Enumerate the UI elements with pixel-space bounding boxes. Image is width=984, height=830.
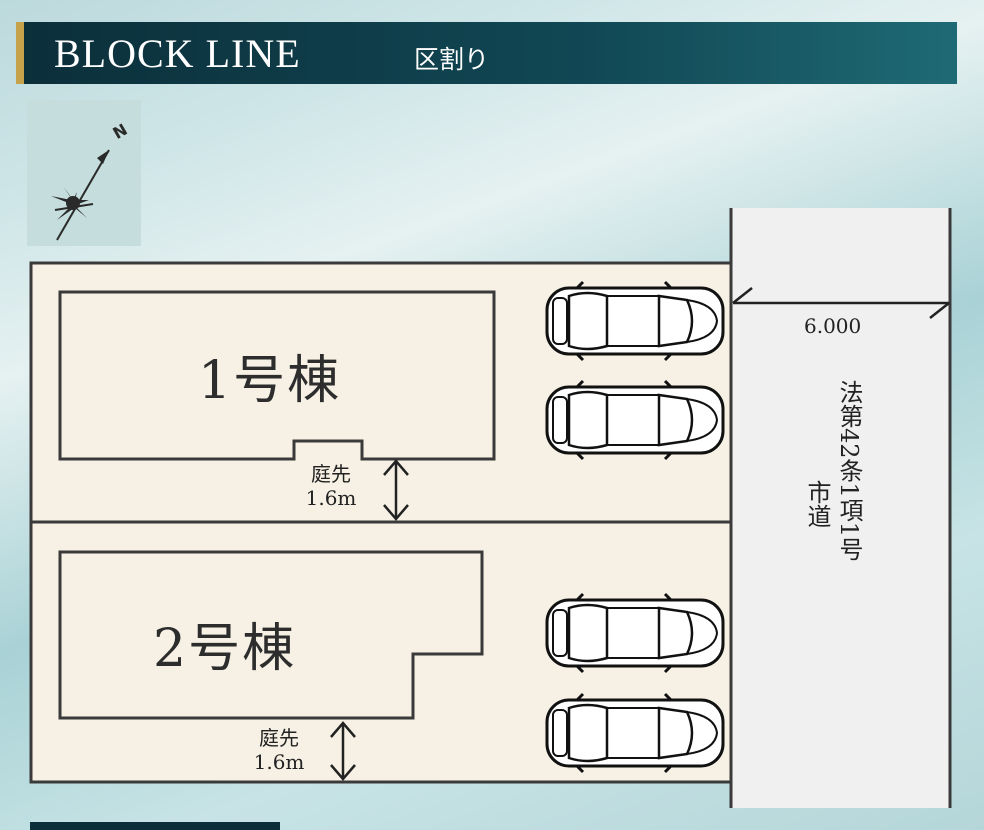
setback-1-label: 庭先: [311, 462, 351, 486]
setback-2: 庭先 1.6m: [236, 726, 322, 774]
setback-1: 庭先 1.6m: [288, 462, 374, 510]
car-lot1-b: [545, 379, 725, 461]
compass-panel: N: [27, 100, 141, 246]
road-name-label: 市道: [803, 480, 831, 528]
page-title: BLOCK LINE: [54, 31, 301, 76]
car-lot2-a: [545, 592, 725, 674]
setback-2-value: 1.6m: [253, 750, 305, 774]
building-1-footprint: [58, 290, 496, 461]
car-lot2-b: [545, 692, 725, 774]
setback-arrow-2: [330, 721, 356, 781]
north-arrow-icon: N: [51, 120, 131, 241]
footer-strip: [30, 822, 280, 830]
header-banner: BLOCK LINE 区割り: [16, 22, 957, 84]
car-lot1-a: [545, 280, 725, 362]
building-1-label: 1号棟: [198, 351, 342, 411]
setback-arrow-1: [383, 459, 409, 521]
road-width-dimension: [732, 287, 950, 319]
setback-1-value: 1.6m: [305, 486, 357, 510]
header-accent-bar: [16, 22, 24, 84]
road-type-label: 法第42条1項1号: [835, 380, 863, 562]
road-width-value: 6.000: [804, 314, 862, 338]
road-area: [731, 208, 950, 808]
building-2-label: 2号棟: [153, 619, 297, 679]
setback-2-label: 庭先: [259, 726, 299, 750]
page-subtitle: 区割り: [414, 45, 490, 74]
building-2-footprint: [58, 550, 484, 720]
